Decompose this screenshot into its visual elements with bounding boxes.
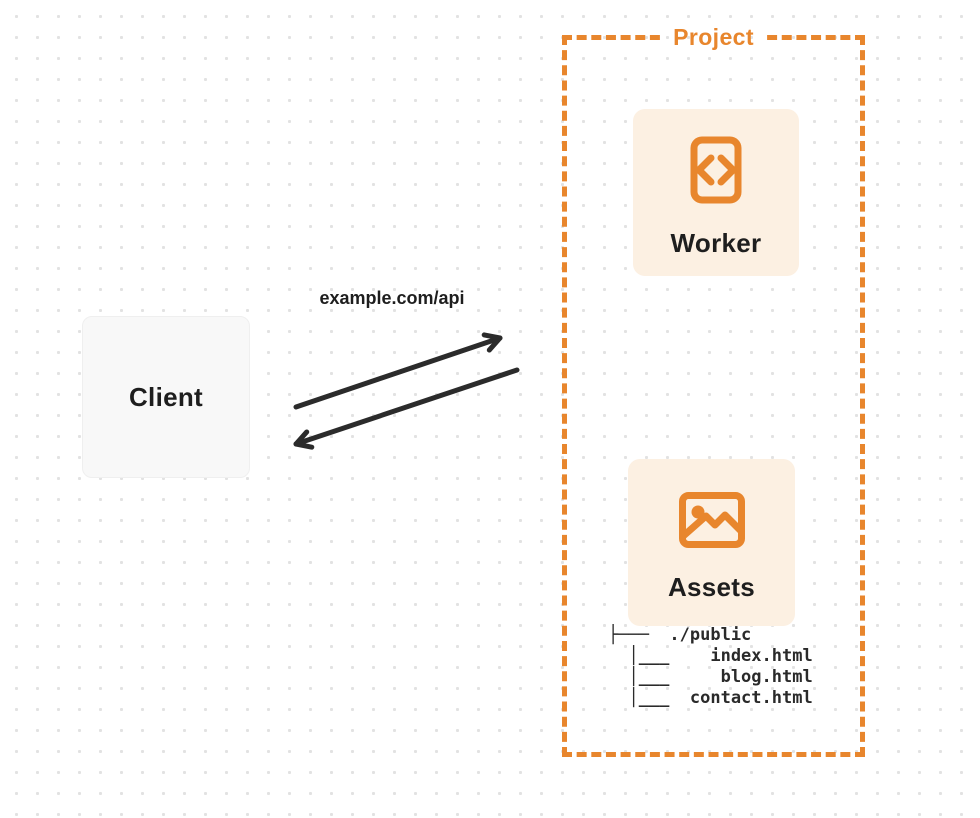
response-arrow: [293, 367, 520, 450]
image-icon: [678, 492, 745, 548]
assets-label: Assets: [667, 572, 756, 602]
request-arrow: [293, 332, 503, 410]
worker-label: Worker: [670, 228, 762, 258]
public-file-tree: ├─── ./public │___ index.html │___ blog.…: [608, 625, 813, 708]
project-container: Project Worker: [562, 24, 865, 757]
worker-node: Worker: [633, 109, 799, 276]
code-file-icon: [690, 136, 742, 204]
request-url-label: example.com/api: [319, 288, 465, 308]
assets-node: Assets: [628, 459, 795, 626]
client-node: Client: [82, 316, 250, 478]
client-label: Client: [128, 381, 204, 412]
project-label: Project: [673, 24, 754, 50]
